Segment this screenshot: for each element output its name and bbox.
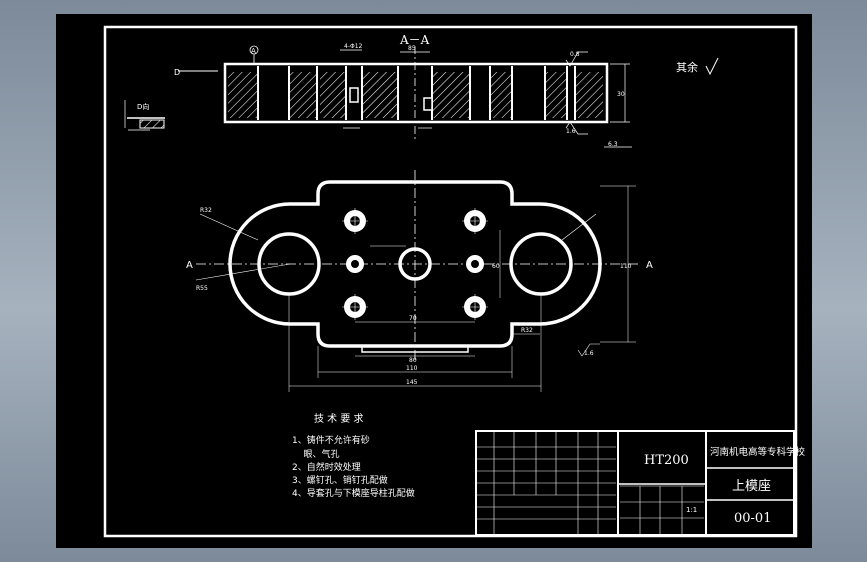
scale-text: 1:1 — [686, 506, 697, 514]
datum-a: A — [251, 47, 256, 55]
dim-r32: R32 — [521, 327, 533, 334]
view-d-label: D向 — [137, 102, 149, 111]
dim-80: 80 — [409, 357, 417, 364]
dim-70: 70 — [409, 315, 417, 322]
title-block: HT200 河南机电高等专科学校 上模座 00-01 1:1 — [475, 430, 806, 536]
dim-height: 110 — [620, 263, 632, 270]
dim-145: 145 — [406, 379, 418, 386]
part-name-text: 上模座 — [732, 479, 771, 494]
cut-mark-right: A — [646, 260, 653, 271]
view-mark-d: D — [174, 68, 180, 77]
tech-item: 3、螺钉孔、销钉孔配做 — [292, 474, 388, 486]
dim-r55: R55 — [196, 285, 208, 292]
dim-60: 60 — [492, 263, 500, 270]
dim-85: 85 — [408, 45, 416, 52]
rough-plan: 1.6 — [584, 350, 594, 357]
tech-item: 4、导套孔与下模座导柱孔配做 — [292, 487, 415, 499]
plan-view: A A — [186, 170, 653, 392]
roughness-rest: 其余 — [676, 60, 698, 74]
rough-top: 0.8 — [570, 51, 580, 58]
tech-title: 技 术 要 求 — [314, 412, 364, 425]
drawing-no-text: 00-01 — [734, 511, 771, 526]
drawing-frame — [103, 25, 798, 538]
tech-item: 1、铸件不允许有砂 — [292, 434, 370, 446]
school-text: 河南机电高等专科学校 — [710, 446, 806, 458]
section-title: A－A — [399, 33, 430, 47]
material-text: HT200 — [644, 453, 689, 468]
cut-mark-left: A — [186, 260, 193, 271]
bush-spec-left: R32 — [200, 207, 212, 214]
view-d: D向 — [124, 100, 165, 131]
tech-requirements: 技 术 要 求 1、铸件不允许有砂 眼、气孔 2、自然时效处理 3、螺钉孔、销钉… — [292, 412, 415, 499]
tech-item: 2、自然时效处理 — [292, 461, 361, 473]
dim-110: 110 — [406, 365, 418, 372]
hole-spec: 4-Φ12 — [344, 43, 363, 50]
tech-item: 眼、气孔 — [292, 448, 339, 460]
dim-tol: 6.3 — [608, 141, 618, 148]
section-view: A－A D — [174, 33, 632, 148]
dim-h30: 30 — [617, 91, 625, 98]
rough-bottom: 1.6 — [566, 128, 576, 135]
